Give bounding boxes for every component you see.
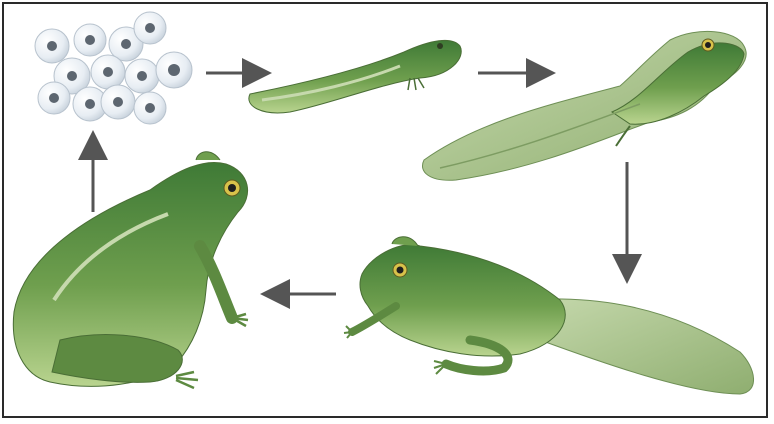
adult-frog-icon (13, 152, 248, 388)
tadpole-icon (249, 40, 461, 113)
froglet-icon (344, 237, 754, 394)
tadpole-with-legs-icon (422, 31, 746, 180)
frog-eggs-icon (35, 12, 192, 124)
